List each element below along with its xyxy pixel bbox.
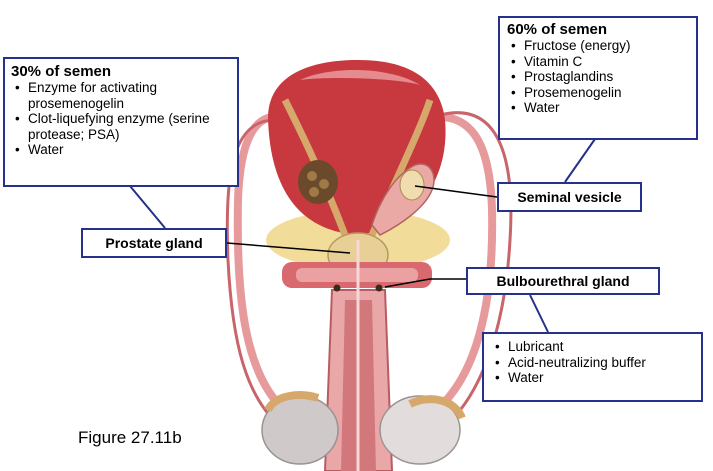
ductus-left [281, 98, 349, 237]
bulbourethral-gland-label: Bulbourethral gland [466, 267, 660, 295]
bulbourethral-illustration [375, 284, 383, 292]
prostate-gland-label: Prostate gland [81, 228, 227, 258]
vesicle-info-title: 60% of semen [507, 21, 608, 38]
bulbourethral-info-item: Acid-neutralizing buffer [495, 355, 694, 371]
vesicle-info-item: Vitamin C [511, 54, 689, 70]
vesicle-info-list: Fructose (energy) Vitamin C Prostaglandi… [507, 38, 689, 116]
bulbourethral-info-item: Lubricant [495, 339, 694, 355]
prostate-info-list: Enzyme for activating prosemenogelin Clo… [11, 80, 231, 158]
figure-caption: Figure 27.11b [78, 428, 182, 447]
vesicle-info-item: Prosemenogelin [511, 85, 689, 101]
connector-vesicle-box [564, 138, 596, 183]
bulbourethral-info-box: Lubricant Acid-neutralizing buffer Water [482, 332, 703, 402]
leader-vesicle [414, 185, 498, 198]
connector-bulbo-box [529, 294, 549, 333]
epididymis-right [408, 395, 466, 420]
bulbourethral-info-item: Water [495, 370, 694, 386]
prostate-info-title: 30% of semen [11, 63, 112, 80]
vesicle-info-item: Prostaglandins [511, 69, 689, 85]
bladder-highlight [300, 70, 420, 85]
coil [309, 187, 319, 197]
vesicle-info-item: Fructose (energy) [511, 38, 689, 54]
prostate-info-item: Water [15, 142, 231, 158]
seminal-vesicle-label: Seminal vesicle [497, 182, 642, 212]
vas-deferens-right-outer [439, 111, 513, 432]
vesicle-info-box: 60% of semen Fructose (energy) Vitamin C… [498, 16, 698, 140]
bulbourethral-illustration [333, 284, 341, 292]
coil [307, 171, 317, 181]
vas-deferens-right [424, 112, 497, 419]
prostate-info-box: 30% of semen Enzyme for activating prose… [3, 57, 239, 187]
vesicle-lobe [399, 169, 425, 201]
bulbourethral-info-list: Lubricant Acid-neutralizing buffer Water [491, 339, 694, 386]
seminal-vesicle-left [298, 160, 338, 204]
epididymis-left [264, 391, 320, 413]
testis-right [379, 395, 461, 465]
vas-deferens-left-outer [225, 118, 286, 432]
leader-bulbo [384, 278, 466, 288]
connector-prostate-box [129, 185, 166, 229]
vesicle-info-item: Water [511, 100, 689, 116]
coil [319, 179, 329, 189]
prostate-info-item: Clot-liquefying enzyme (serine protease;… [15, 111, 231, 142]
leader-prostate [226, 242, 351, 254]
prostate-info-item: Enzyme for activating prosemenogelin [15, 80, 231, 111]
